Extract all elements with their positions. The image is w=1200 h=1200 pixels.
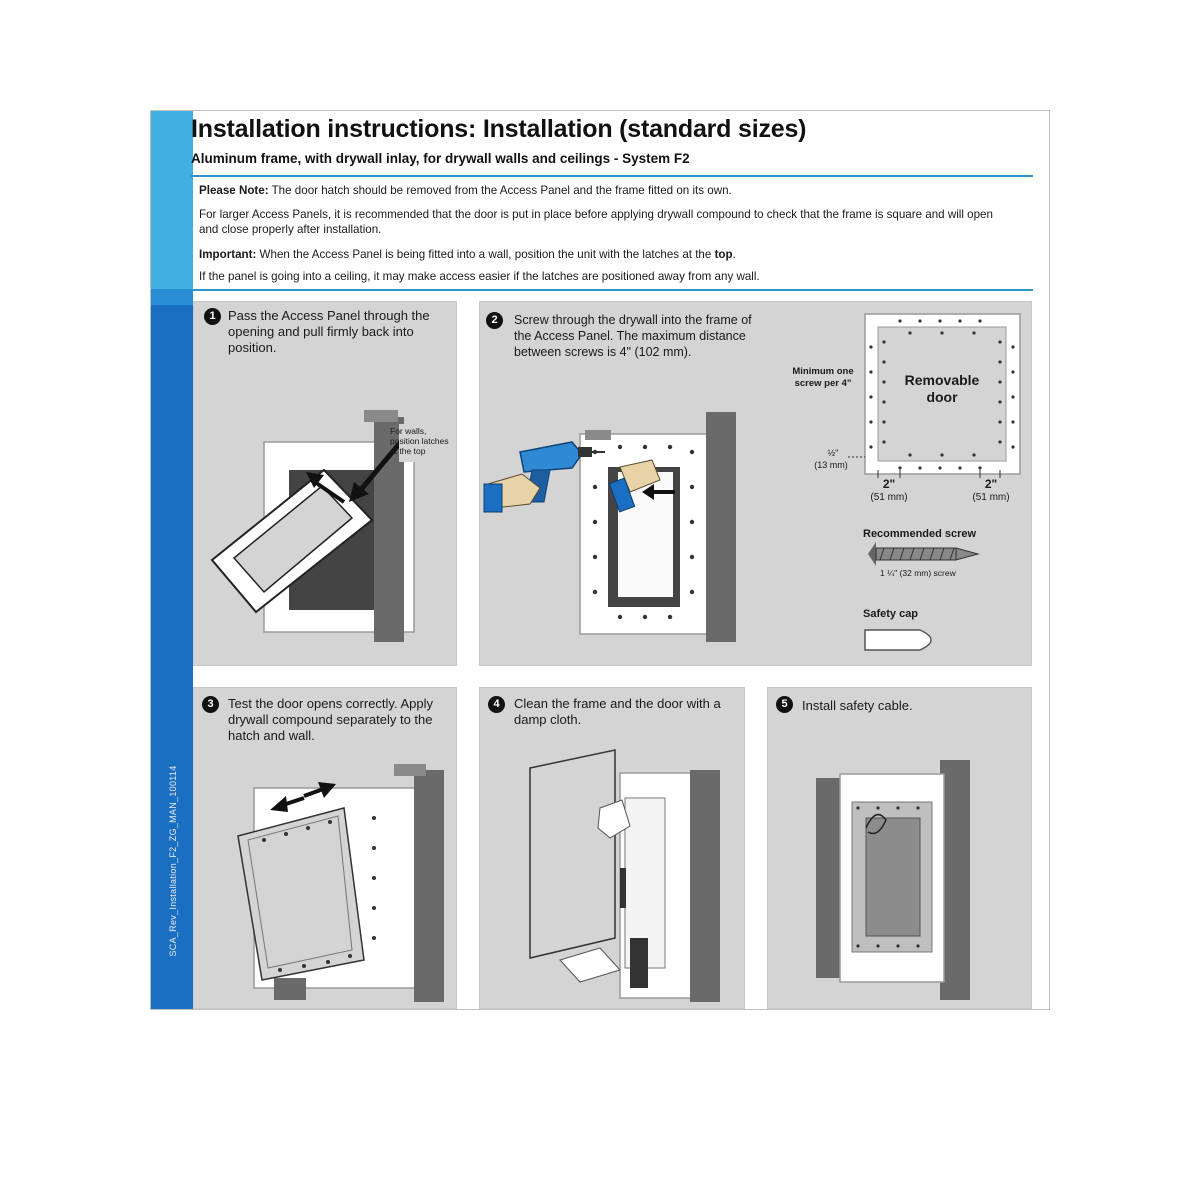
cloth-icon-bottom <box>560 948 620 982</box>
step-3-number: 3 <box>202 696 219 713</box>
please-note: Please Note: The door hatch should be re… <box>199 183 1019 198</box>
step-1-panel: 1 Pass the Access Panel through the open… <box>193 301 457 666</box>
notes-divider <box>191 289 1033 291</box>
wall-edge <box>706 412 736 642</box>
page-subtitle: Aluminum frame, with drywall inlay, for … <box>191 151 690 166</box>
please-note-label: Please Note: <box>199 184 269 197</box>
step-1-text: Pass the Access Panel through the openin… <box>228 308 443 356</box>
removable-door-label: Removable door <box>896 372 988 406</box>
wall-edge-left <box>816 778 840 978</box>
page-title: Installation instructions: Installation … <box>191 115 806 144</box>
edge-inch: ½" <box>818 448 848 458</box>
recommended-screw-label: Recommended screw <box>863 526 1023 542</box>
important-text: When the Access Panel is being fitted in… <box>256 248 714 261</box>
step-1-callout: For walls, position latches at the top <box>390 426 456 456</box>
wall-edge <box>690 770 720 1002</box>
sidebar-mid-band <box>151 289 193 305</box>
safety-cap-icon <box>865 630 931 650</box>
screw-size-label: 1 ¼" (32 mm) screw <box>880 568 990 578</box>
important-note: Important: When the Access Panel is bein… <box>199 247 1019 262</box>
spacing-left-mm: (51 mm) <box>864 492 914 503</box>
important-label: Important: <box>199 248 256 261</box>
step-1-illustration <box>194 302 457 666</box>
step-4-text: Clean the frame and the door with a damp… <box>514 696 724 728</box>
sidebar-top-band <box>151 111 193 289</box>
opening <box>866 818 920 936</box>
spacing-right-inch: 2" <box>974 478 1008 491</box>
step-5-text: Install safety cable. <box>802 698 1002 714</box>
step-4-number: 4 <box>488 696 505 713</box>
step-4-illustration <box>480 688 745 1009</box>
step-5-panel: 5 Install safety cable. <box>767 687 1032 1009</box>
important-top: top <box>715 248 733 261</box>
header-divider <box>191 175 1033 177</box>
larger-panels-note: For larger Access Panels, it is recommen… <box>199 207 999 237</box>
wall-edge <box>414 770 444 1002</box>
ceiling-note: If the panel is going into a ceiling, it… <box>199 269 1019 284</box>
edge-mm: (13 mm) <box>806 460 856 470</box>
safety-cap-label: Safety cap <box>863 606 963 622</box>
step-2-panel: 2 Screw through the drywall into the fra… <box>479 301 1032 666</box>
spacing-left-inch: 2" <box>872 478 906 491</box>
please-note-text: The door hatch should be removed from th… <box>269 184 732 197</box>
step-2-region: 2 Screw through the drywall into the fra… <box>479 301 1032 666</box>
door-open <box>530 750 615 958</box>
min-screw-label: Minimum one screw per 4" <box>790 366 856 390</box>
sidebar-color-bar: SCA_Rev_Installation_F2_ZG_MAN_100114 <box>151 111 193 1010</box>
step-3-panel: 3 Test the door opens correctly. Apply d… <box>193 687 457 1009</box>
step-3-text: Test the door opens correctly. Apply dry… <box>228 696 448 744</box>
step-4-panel: 4 Clean the frame and the door with a da… <box>479 687 745 1009</box>
instruction-sheet: SCA_Rev_Installation_F2_ZG_MAN_100114 In… <box>150 110 1050 1010</box>
step-5-illustration <box>768 688 1032 1009</box>
step-2-text: Screw through the drywall into the frame… <box>514 312 754 360</box>
screw-icon <box>868 542 978 566</box>
document-code: SCA_Rev_Installation_F2_ZG_MAN_100114 <box>168 691 178 1010</box>
spacing-right-mm: (51 mm) <box>966 492 1016 503</box>
important-end: . <box>733 248 736 261</box>
step-2-number: 2 <box>486 312 503 329</box>
step-5-number: 5 <box>776 696 793 713</box>
step-1-number: 1 <box>204 308 221 325</box>
